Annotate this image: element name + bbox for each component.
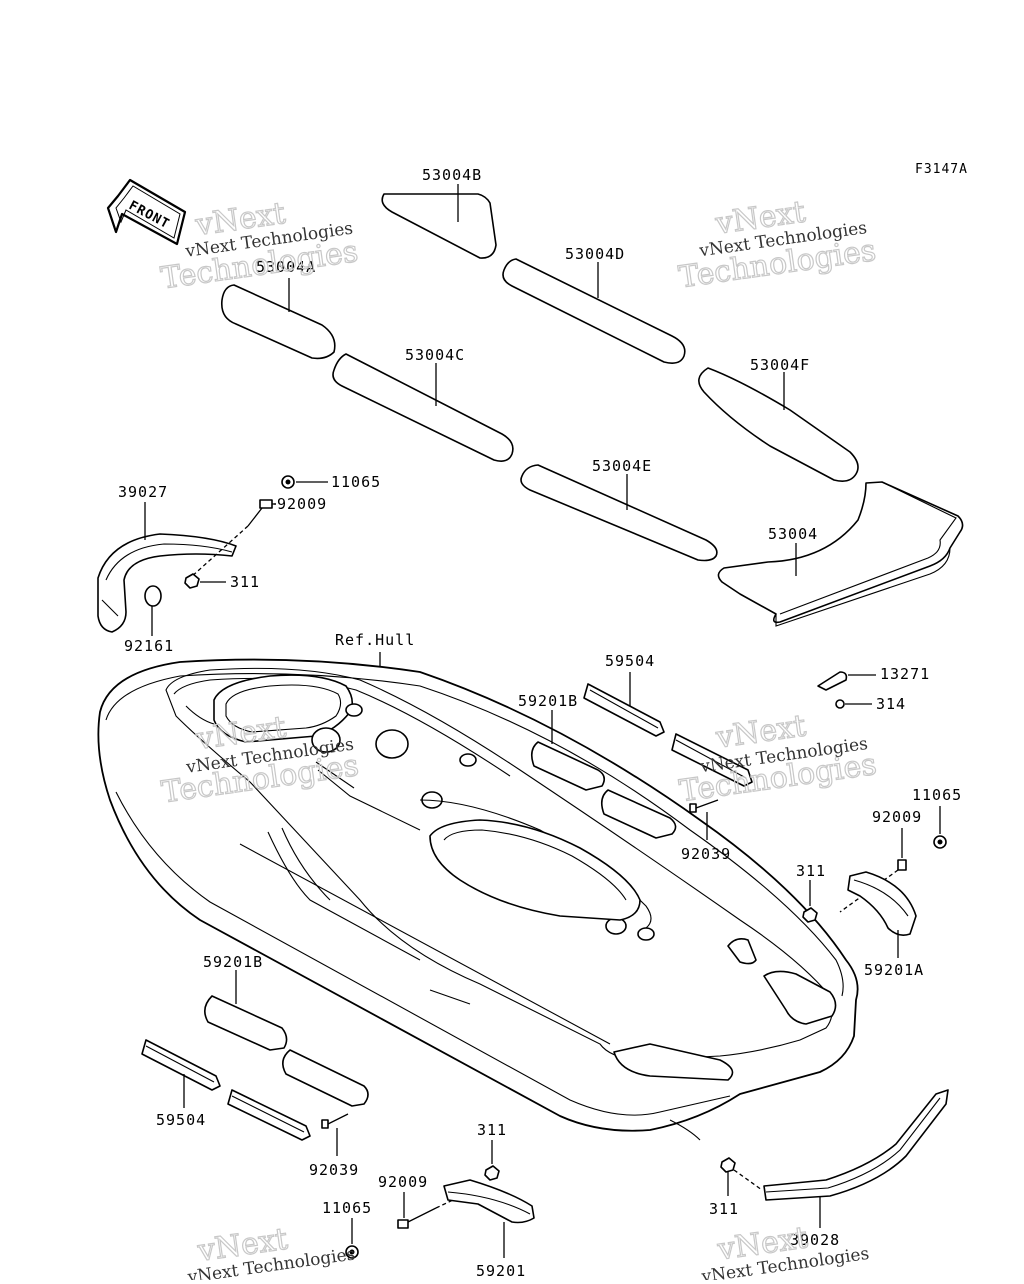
label-53004F: 53004F [750, 356, 810, 374]
label-92039-right: 92039 [681, 845, 731, 863]
part-39027 [97, 502, 237, 633]
figure-code: F3147A [915, 162, 968, 177]
part-59504-right [583, 672, 753, 787]
part-13271 [817, 671, 876, 691]
part-311-br [720, 1157, 763, 1196]
label-311-top: 311 [230, 573, 260, 591]
label-53004E: 53004E [592, 457, 652, 475]
label-311-br: 311 [709, 1200, 739, 1218]
part-311-bottom [484, 1140, 500, 1181]
label-53004C: 53004C [405, 346, 465, 364]
label-59201B-right: 59201B [518, 692, 578, 710]
label-59504-right: 59504 [605, 652, 655, 670]
part-92009-top [189, 499, 276, 579]
mat-53004C [332, 353, 514, 462]
part-92039-left [321, 1113, 349, 1156]
ref-hull-label: Ref.Hull [335, 631, 415, 649]
part-311-top [184, 573, 226, 589]
label-311-right: 311 [796, 862, 826, 880]
label-92009-bottom: 92009 [378, 1173, 428, 1191]
label-39027: 39027 [118, 483, 168, 501]
label-59201: 59201 [476, 1262, 526, 1280]
watermark-5: vNext vNext Technologies [185, 1221, 356, 1284]
mat-53004D [502, 258, 686, 364]
part-11065-right [933, 806, 947, 849]
part-92161 [144, 585, 162, 636]
mat-53004F [698, 367, 859, 482]
mat-53004B [381, 184, 497, 259]
label-53004: 53004 [768, 525, 818, 543]
label-92039-left: 92039 [309, 1161, 359, 1179]
watermark-2: vNext Technologies vNext Technologies [676, 194, 879, 296]
mat-53004E [520, 464, 718, 562]
label-11065-bottom: 11065 [322, 1199, 372, 1217]
part-92039-right [689, 799, 719, 840]
label-59201B-left: 59201B [203, 953, 263, 971]
label-92161: 92161 [124, 637, 174, 655]
label-311-bottom: 311 [477, 1121, 507, 1139]
label-314: 314 [876, 695, 906, 713]
part-59201B-left [204, 970, 369, 1107]
label-53004B: 53004B [422, 166, 482, 184]
label-11065-top: 11065 [331, 473, 381, 491]
label-13271: 13271 [880, 665, 930, 683]
watermark-6: vNext vNext Technologies [699, 1220, 870, 1284]
label-92009-top: 92009 [277, 495, 327, 513]
part-11065-bottom [345, 1218, 359, 1259]
mat-53004 [717, 481, 964, 627]
part-59201A [847, 871, 917, 958]
label-59201A: 59201A [864, 961, 924, 979]
part-59201 [443, 1179, 535, 1258]
watermark-1: vNext Technologies vNext Technologies [158, 195, 361, 297]
label-53004D: 53004D [565, 245, 625, 263]
mat-53004A [220, 278, 336, 360]
part-59504-left [141, 1039, 311, 1141]
label-53004A: 53004A [256, 258, 316, 276]
part-59201B-right [530, 710, 677, 839]
part-11065-top [281, 475, 328, 489]
hull-drawing [97, 658, 859, 1141]
front-arrow-icon: FRONT [106, 178, 187, 246]
part-311-right [802, 880, 818, 923]
label-59504-left: 59504 [156, 1111, 206, 1129]
label-39028: 39028 [790, 1231, 840, 1249]
part-39028 [763, 1089, 949, 1228]
label-11065-right: 11065 [912, 786, 962, 804]
label-92009-right: 92009 [872, 808, 922, 826]
part-314 [835, 699, 872, 709]
